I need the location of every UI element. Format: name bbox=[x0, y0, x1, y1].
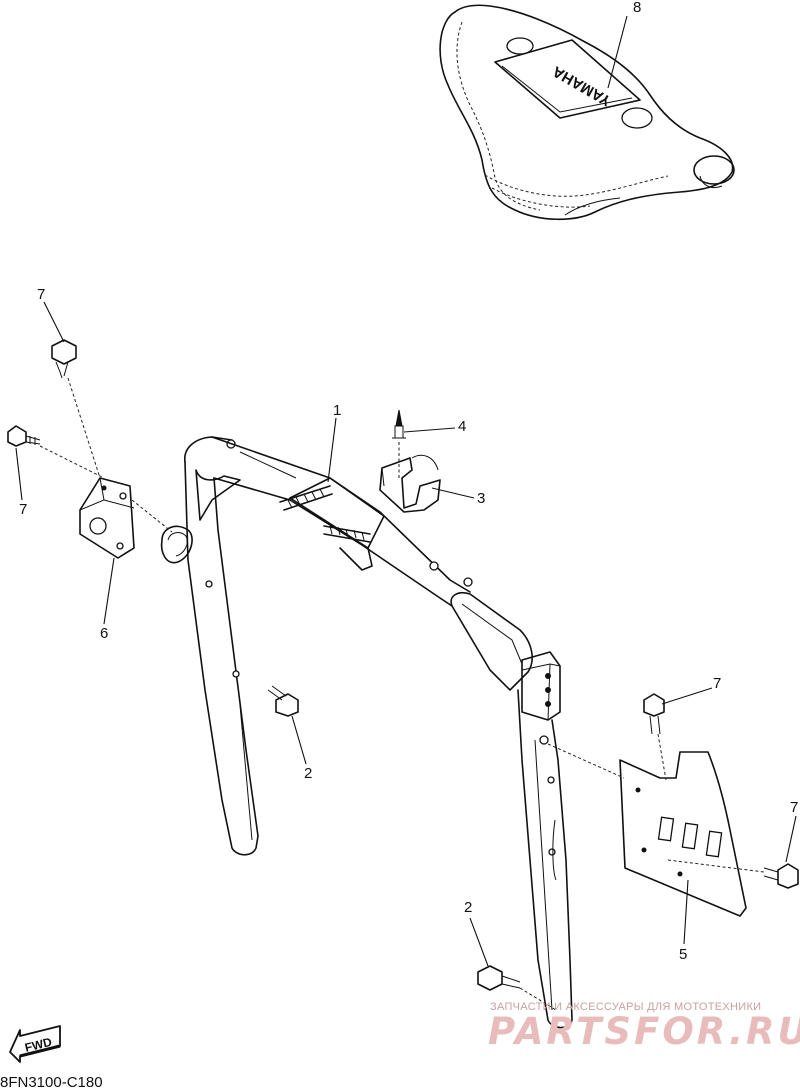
fwd-label: FWD bbox=[23, 1035, 53, 1055]
assembly-lines bbox=[39, 377, 765, 1011]
callout-1: 1 bbox=[333, 402, 342, 419]
left-bracket bbox=[79, 477, 193, 564]
callout-7-top-left: 7 bbox=[37, 286, 46, 303]
watermark-site: PARTSFOR.RU bbox=[488, 1010, 800, 1053]
bracket-frame bbox=[184, 436, 573, 1029]
bolts bbox=[7, 339, 799, 991]
callout-6: 6 bbox=[100, 625, 109, 642]
callout-8: 8 bbox=[633, 0, 642, 16]
leader-lines bbox=[15, 15, 797, 967]
callout-5: 5 bbox=[679, 946, 688, 963]
diagram-code: 8FN3100-C180 bbox=[0, 1074, 103, 1091]
clip-and-rivet bbox=[379, 409, 441, 513]
callout-2-left: 2 bbox=[304, 765, 313, 782]
right-plate bbox=[619, 751, 747, 917]
watermark-tagline: ЗАПЧАСТИ И АКСЕССУАРЫ ДЛЯ МОТОТЕХНИКИ bbox=[490, 1001, 762, 1013]
callout-7-far-right: 7 bbox=[790, 799, 799, 816]
callout-2-bottom: 2 bbox=[464, 899, 473, 916]
callout-7-left: 7 bbox=[19, 501, 28, 518]
fwd-arrow-icon: FWD bbox=[9, 1025, 61, 1063]
callout-3: 3 bbox=[477, 490, 486, 507]
handlebar-cover: YAMAHA bbox=[439, 4, 735, 221]
callout-4: 4 bbox=[458, 418, 467, 435]
callout-7-right: 7 bbox=[713, 675, 722, 692]
